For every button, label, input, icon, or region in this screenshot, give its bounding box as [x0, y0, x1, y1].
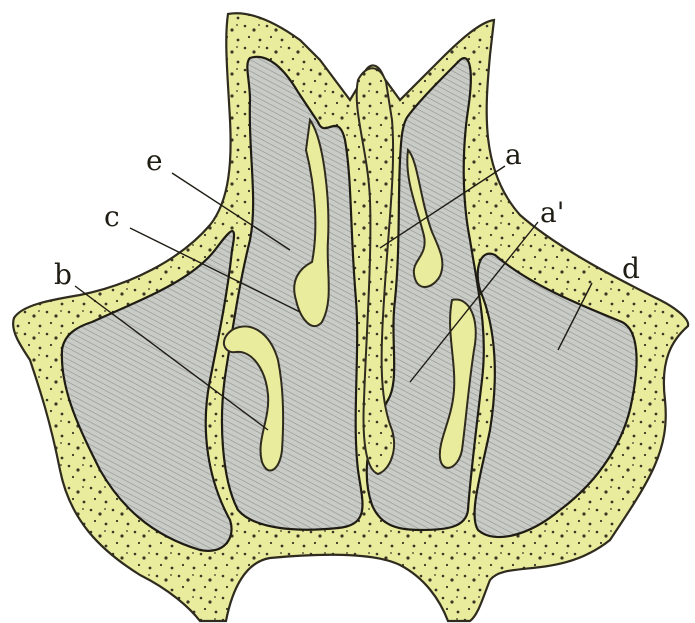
label-a: a	[505, 138, 522, 171]
label-a-prime: a'	[540, 196, 564, 229]
label-b: b	[54, 258, 72, 291]
label-e: e	[146, 144, 163, 177]
label-d: d	[622, 252, 640, 285]
label-c: c	[104, 200, 120, 233]
